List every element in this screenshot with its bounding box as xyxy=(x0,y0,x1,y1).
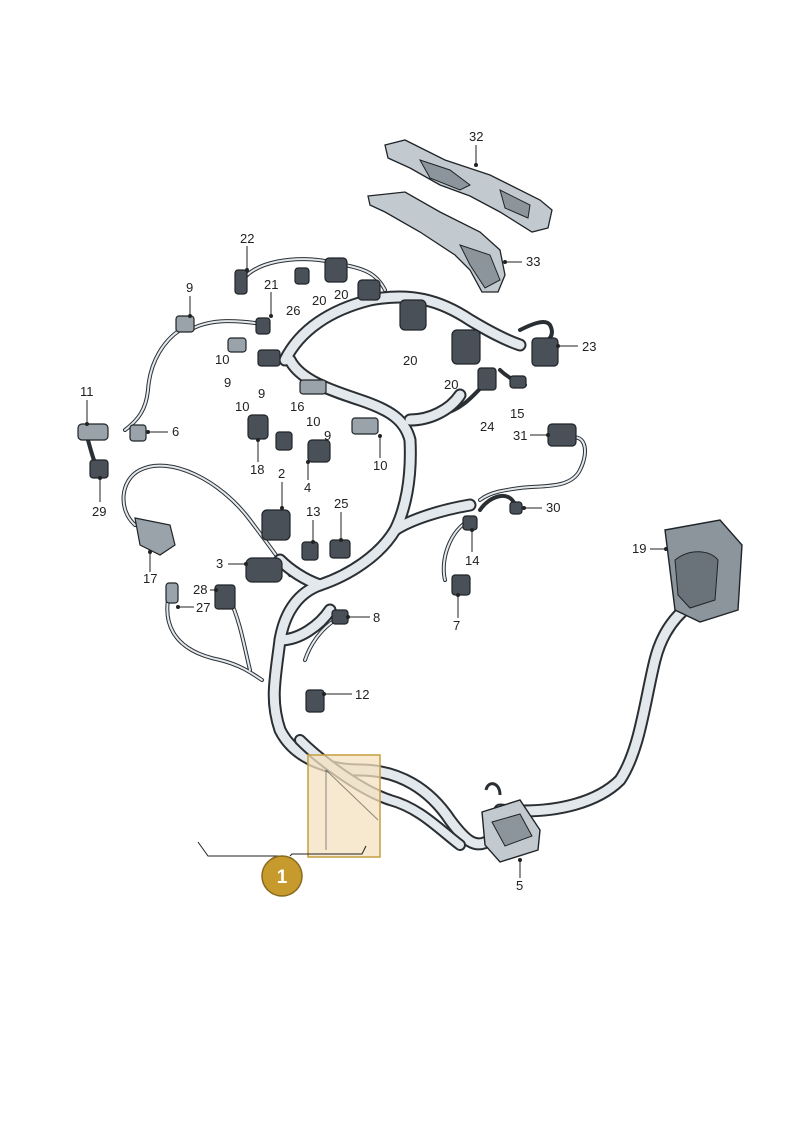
callout-20-a: 20 xyxy=(312,293,326,308)
callout-5: 5 xyxy=(516,878,523,893)
callout-20-b: 20 xyxy=(334,287,348,302)
main-harness-trunk xyxy=(267,290,697,851)
callout-11: 11 xyxy=(80,384,94,399)
connector-6 xyxy=(129,424,147,442)
connector-4 xyxy=(307,439,331,463)
connector-13 xyxy=(301,541,319,561)
callout-20-d: 20 xyxy=(444,377,458,392)
connector-17 xyxy=(134,517,176,556)
highlight-region-part-1 xyxy=(307,754,381,858)
connector-3 xyxy=(245,557,283,583)
connector-11 xyxy=(77,423,109,441)
callout-10-c: 10 xyxy=(306,414,320,429)
callout-33: 33 xyxy=(526,254,540,269)
callout-10-a: 10 xyxy=(215,352,229,367)
callout-3: 3 xyxy=(216,556,223,571)
callout-29: 29 xyxy=(92,504,106,519)
callout-25: 25 xyxy=(334,496,348,511)
connector-9 xyxy=(175,315,195,333)
connector-7 xyxy=(451,574,471,596)
callout-31: 31 xyxy=(513,428,527,443)
bracket-32 xyxy=(384,139,553,233)
part-1-badge-circle[interactable] xyxy=(261,855,303,897)
connector-20a xyxy=(324,257,348,283)
connector-29 xyxy=(89,459,109,479)
connector-20c xyxy=(399,299,427,331)
callout-24: 24 xyxy=(480,419,494,434)
callout-9-a: 9 xyxy=(186,280,193,295)
part-1-badge[interactable]: 1 xyxy=(261,855,303,897)
connector-26 xyxy=(294,267,310,285)
callout-22: 22 xyxy=(240,231,254,246)
callout-6: 6 xyxy=(172,424,179,439)
callout-9-c: 9 xyxy=(258,386,265,401)
connector-27 xyxy=(165,582,179,604)
callout-17: 17 xyxy=(143,571,157,586)
callout-30: 30 xyxy=(546,500,560,515)
part-1-badge-label: 1 xyxy=(277,867,288,888)
callout-27: 27 xyxy=(196,600,210,615)
connector-8 xyxy=(331,609,349,625)
connectors xyxy=(77,257,743,863)
callout-21: 21 xyxy=(264,277,278,292)
connector-16 xyxy=(275,431,293,451)
callout-labels: 32 33 22 21 9 26 20 20 20 20 23 10 9 9 1… xyxy=(80,129,646,893)
callout-13: 13 xyxy=(306,504,320,519)
callout-28: 28 xyxy=(193,582,207,597)
connector-22 xyxy=(234,269,248,295)
callout-26: 26 xyxy=(286,303,300,318)
connector-28 xyxy=(214,584,236,610)
connector-15 xyxy=(509,375,527,389)
callout-10-b: 10 xyxy=(235,399,249,414)
callout-20-c: 20 xyxy=(403,353,417,368)
callout-18: 18 xyxy=(250,462,264,477)
connector-20b xyxy=(357,279,381,301)
connector-31 xyxy=(547,423,577,447)
callout-4: 4 xyxy=(304,480,311,495)
connector-24 xyxy=(477,367,497,391)
connector-30 xyxy=(509,501,523,515)
callout-7: 7 xyxy=(453,618,460,633)
connector-20d xyxy=(451,329,481,365)
connector-12 xyxy=(305,689,325,713)
connector-2 xyxy=(261,509,291,541)
callout-8: 8 xyxy=(373,610,380,625)
connector-25 xyxy=(329,539,351,559)
leader-lines xyxy=(85,145,668,878)
connector-14 xyxy=(462,515,478,531)
callout-14: 14 xyxy=(465,553,479,568)
callout-23: 23 xyxy=(582,339,596,354)
callout-12: 12 xyxy=(355,687,369,702)
callout-9-b: 9 xyxy=(224,375,231,390)
callout-10-d: 10 xyxy=(373,458,387,473)
connector-23 xyxy=(531,337,559,367)
callout-32: 32 xyxy=(469,129,483,144)
callout-9-d: 9 xyxy=(324,428,331,443)
callout-19: 19 xyxy=(632,541,646,556)
callout-16: 16 xyxy=(290,399,304,414)
bracket-33 xyxy=(367,191,506,293)
connector-10d xyxy=(351,417,379,435)
connector-10c xyxy=(299,379,327,395)
callout-15: 15 xyxy=(510,406,524,421)
connector-21 xyxy=(255,317,271,335)
connector-10a xyxy=(227,337,247,353)
connector-9b xyxy=(257,349,281,367)
connector-18 xyxy=(247,414,269,440)
callout-2: 2 xyxy=(278,466,285,481)
